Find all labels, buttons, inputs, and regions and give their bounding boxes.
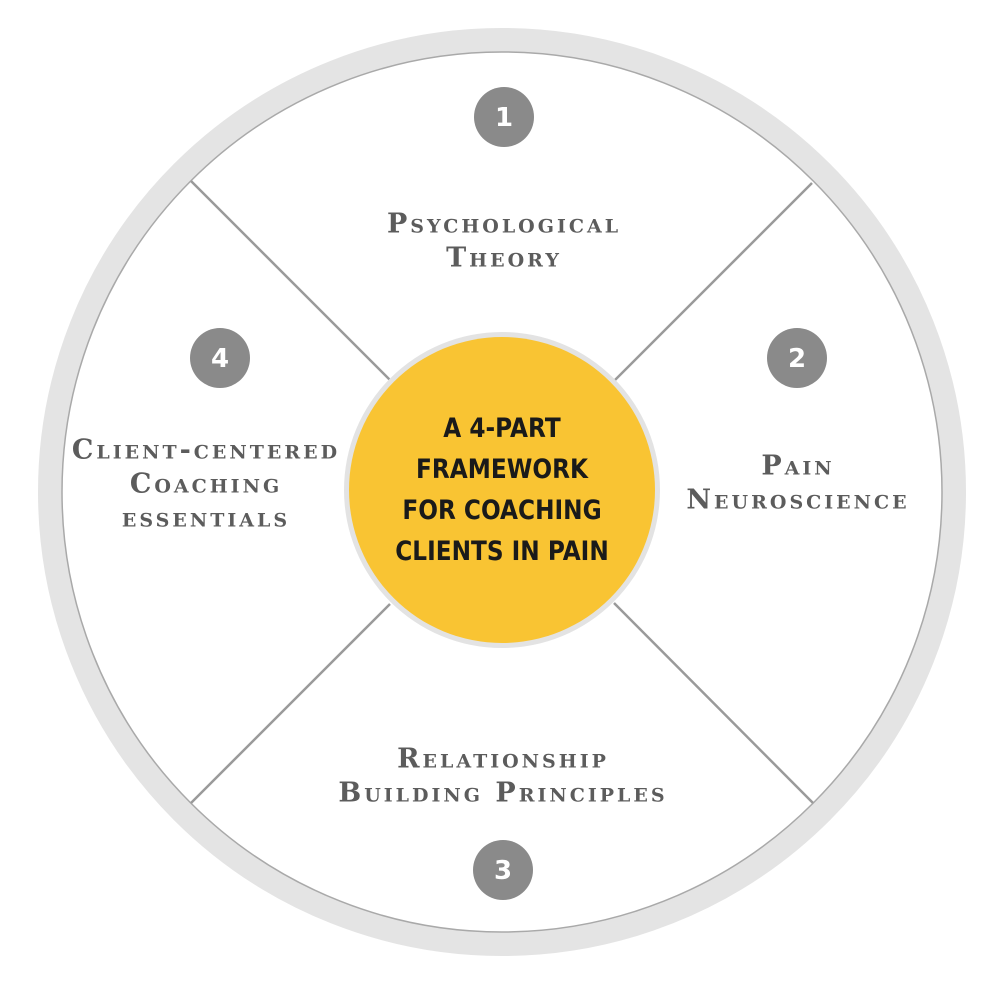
center-title-line-1: A 4-PART <box>443 412 561 444</box>
divider-bottom-left <box>190 603 391 804</box>
badge-3-circle <box>473 840 533 900</box>
outer-ring <box>38 28 966 956</box>
badge-3-number: 3 <box>494 856 512 886</box>
section-2-line-1: Pain <box>761 450 835 482</box>
badge-4-circle <box>190 328 250 388</box>
section-4-line-3: essentials <box>121 501 291 533</box>
center-title-line-2: FRAMEWORK <box>416 453 588 485</box>
section-1-line-2: Theory <box>446 242 562 273</box>
center-title-line-4: CLIENTS IN PAIN <box>395 536 609 568</box>
section-3-line-2: Building Principles <box>338 777 668 808</box>
divider-top-right <box>613 182 813 382</box>
badge-2-circle <box>767 328 827 388</box>
badge-3: 3 <box>473 840 533 900</box>
section-label-psychological-theory: Psychological Theory <box>387 207 621 275</box>
badge-4: 4 <box>190 328 250 388</box>
badge-1-circle <box>474 87 534 147</box>
section-3-line-1: Relationship <box>397 743 609 775</box>
section-label-client-centered-coaching: Client-centered Coaching essentials <box>72 433 340 534</box>
section-label-pain-neuroscience: Pain Neuroscience <box>686 449 909 517</box>
badge-4-number: 4 <box>211 344 229 374</box>
section-4-line-2: Coaching <box>129 468 283 500</box>
section-1-line-1: Psychological <box>386 208 622 240</box>
divider-top-left <box>190 180 391 381</box>
section-label-relationship-building: Relationship Building Principles <box>338 742 667 810</box>
badge-1-number: 1 <box>495 103 513 133</box>
center-title: A 4-PART FRAMEWORK FOR COACHING CLIENTS … <box>378 408 626 572</box>
badge-2: 2 <box>767 328 827 388</box>
badge-1: 1 <box>474 87 534 147</box>
center-circle <box>349 337 655 643</box>
badge-2-number: 2 <box>788 344 806 374</box>
divider-bottom-right <box>613 602 814 804</box>
section-4-line-1: Client-centered <box>71 434 341 466</box>
center-title-line-3: FOR COACHING <box>402 495 602 526</box>
section-2-line-2: Neuroscience <box>686 484 910 515</box>
